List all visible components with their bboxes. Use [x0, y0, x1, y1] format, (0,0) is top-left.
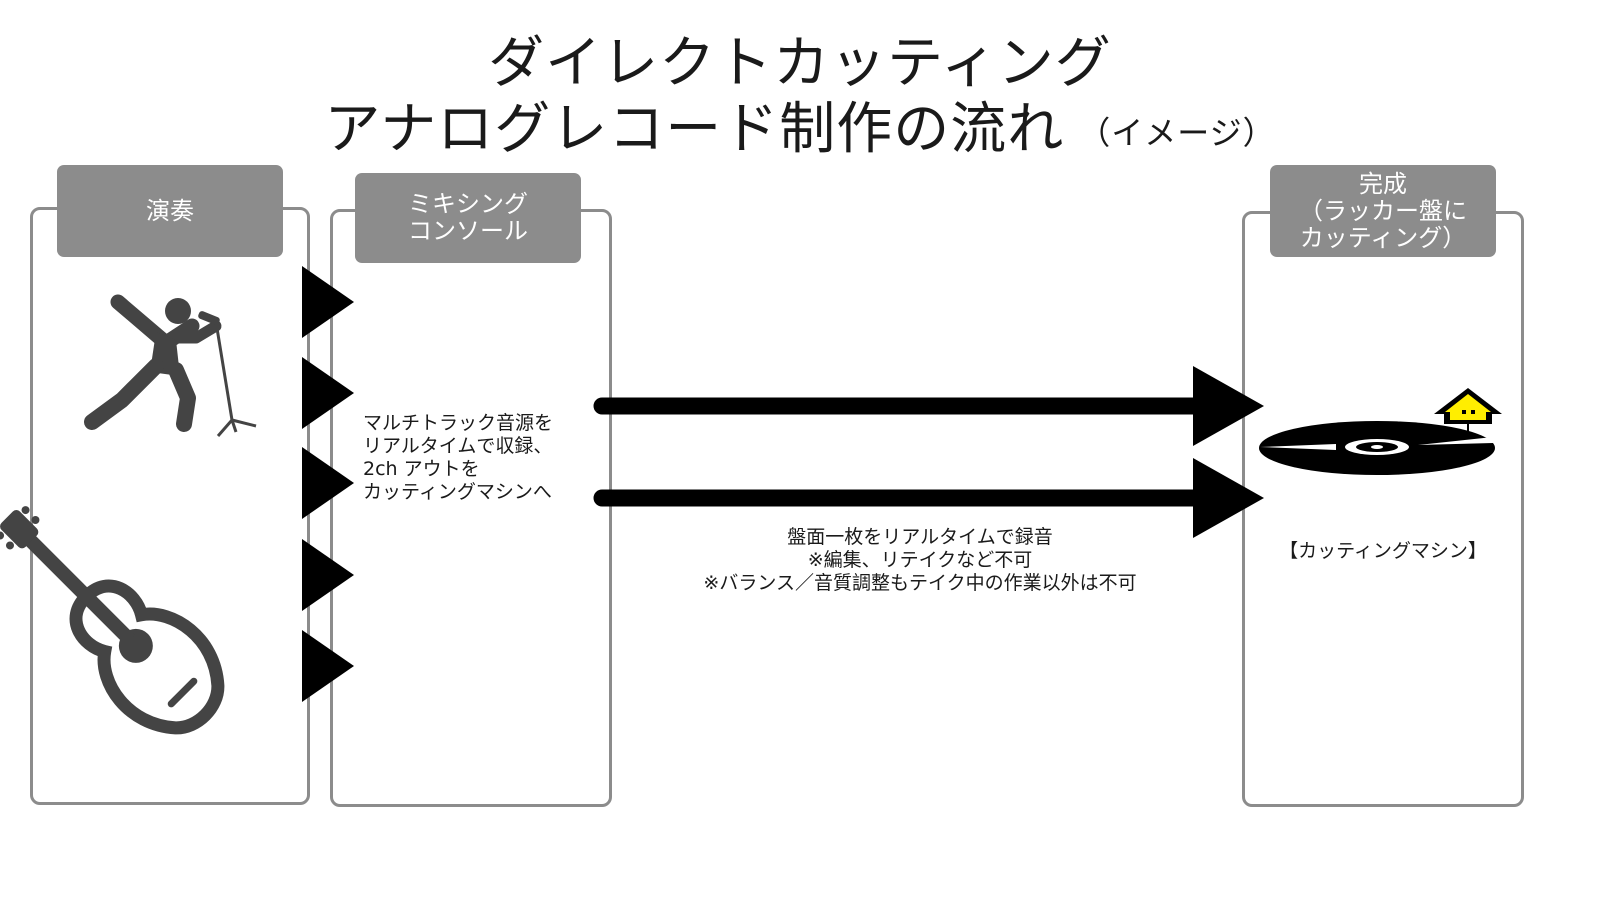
cutting-machine-label: 【カッティングマシン】 — [1279, 540, 1487, 562]
output-arrow-lower — [593, 458, 1264, 538]
complete-stage-label-line2: （ラッカー盤に — [1299, 196, 1467, 225]
mixing-stage-label-line2: コンソール — [408, 217, 528, 245]
record-disc-icon — [1259, 421, 1495, 475]
mixing-stage-box — [330, 209, 612, 807]
guitar-icon — [0, 506, 225, 735]
complete-stage-label-line3: カッティング） — [1299, 223, 1467, 252]
complete-stage-label-line1: 完成 — [1359, 169, 1407, 198]
diagram-title-line1: ダイレクトカッティング — [488, 31, 1112, 96]
diagram-title-line2: アナログレコード制作の流れ （イメージ） — [0, 98, 1600, 165]
mixing-stage-tab: ミキシング コンソール — [355, 173, 581, 263]
complete-stage-box — [1242, 211, 1524, 807]
singer-icon — [84, 294, 257, 437]
title-note: （イメージ） — [1078, 114, 1276, 152]
channel-arrow-4 — [302, 539, 354, 611]
title-main: アナログレコード制作の流れ — [324, 97, 1065, 162]
channel-arrow-1 — [302, 266, 354, 338]
cutting-stylus-icon — [1434, 388, 1502, 436]
performance-stage-tab: 演奏 — [57, 165, 283, 257]
channel-arrow-3 — [302, 447, 354, 519]
mixing-stage-label-line1: ミキシング — [408, 190, 528, 218]
complete-stage-tab: 完成 （ラッカー盤に カッティング） — [1270, 165, 1496, 257]
output-arrow-upper — [593, 366, 1264, 446]
channel-arrow-2 — [302, 357, 354, 429]
channel-arrow-5 — [302, 630, 354, 702]
mixing-note: マルチトラック音源を リアルタイムで収録、 2ch アウトを カッティングマシン… — [363, 412, 554, 503]
performance-stage-label: 演奏 — [146, 196, 194, 225]
realtime-recording-note: 盤面一枚をリアルタイムで録音 ※編集、リテイクなど不可 ※バランス／音質調整もテ… — [703, 526, 1137, 594]
